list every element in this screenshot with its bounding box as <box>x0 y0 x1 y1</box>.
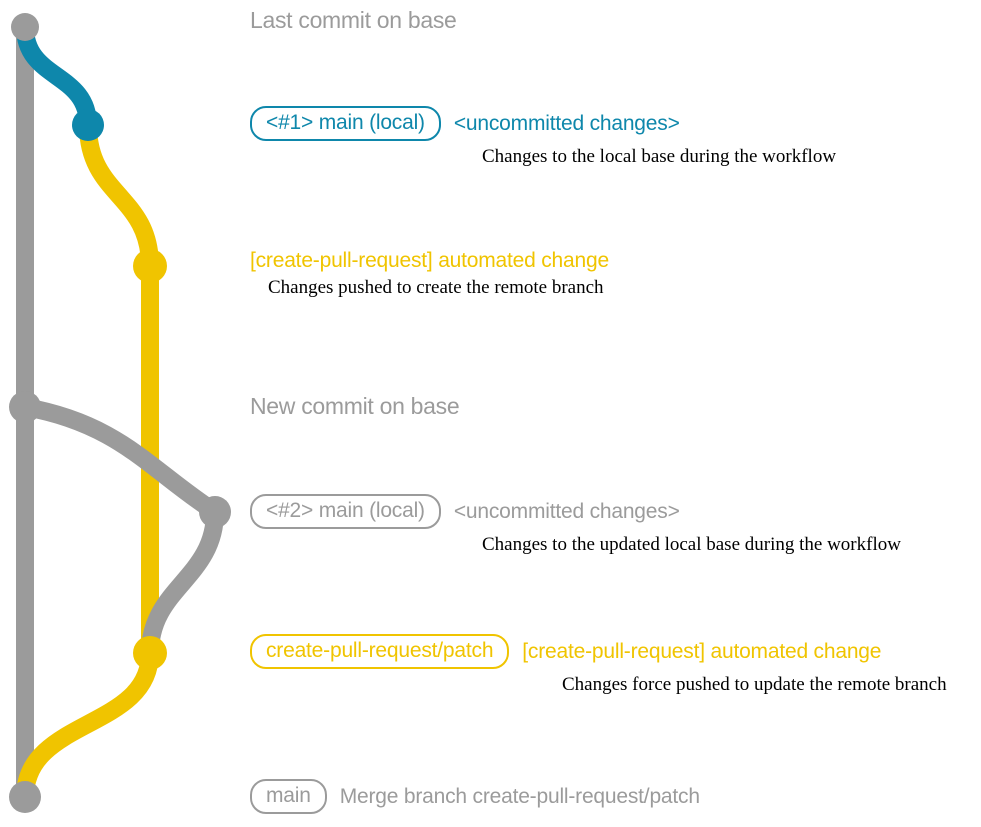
branch-badge-create-pull-request-patch[interactable]: create-pull-request/patch <box>250 634 510 670</box>
commit-row-automated-change-2: create-pull-request/patch [create-pull-r… <box>250 634 947 696</box>
commit-row-new-commit-on-base: New commit on base <box>250 393 460 419</box>
edge-base-to-local-1 <box>16 18 97 134</box>
commit-node-remote-2[interactable] <box>133 636 167 670</box>
commit-headline: create-pull-request/patch [create-pull-r… <box>250 634 947 670</box>
branch-badge-main-local-1[interactable]: <#1> main (local) <box>250 106 441 142</box>
commit-headline: <#2> main (local) <uncommitted changes> <box>250 494 901 530</box>
commit-row-automated-change-1: [create-pull-request] automated change C… <box>250 249 609 299</box>
commit-subject: <uncommitted changes> <box>453 111 680 135</box>
commit-row-last-commit-on-base: Last commit on base <box>250 8 457 32</box>
commit-label: New commit on base <box>250 393 460 419</box>
edge-local-1-to-remote-1 <box>79 116 159 275</box>
edge-local-2-to-remote-2 <box>141 503 224 662</box>
commit-description: Changes to the updated local base during… <box>482 534 901 556</box>
commit-node-remote-1[interactable] <box>133 249 167 283</box>
commit-description: Changes to the local base during the wor… <box>482 146 837 168</box>
commit-subject: [create-pull-request] automated change <box>250 249 609 272</box>
commit-description: Changes pushed to create the remote bran… <box>268 277 604 299</box>
edge-remote-2-to-merge <box>16 644 159 806</box>
commit-node-local-1[interactable] <box>72 109 104 141</box>
commit-node-base-new[interactable] <box>9 391 41 423</box>
commit-description: Changes force pushed to update the remot… <box>562 674 947 696</box>
commit-subject: [create-pull-request] automated change <box>522 639 882 663</box>
commit-row-local-commit-2: <#2> main (local) <uncommitted changes> … <box>250 494 901 556</box>
edge-base-new-to-local-2 <box>16 398 224 521</box>
commit-row-merge-commit: main Merge branch create-pull-request/pa… <box>250 779 700 815</box>
branch-badge-main-local-2[interactable]: <#2> main (local) <box>250 494 441 530</box>
commit-node-merge[interactable] <box>9 781 41 813</box>
commit-headline: main Merge branch create-pull-request/pa… <box>250 779 700 815</box>
commit-row-local-commit-1: <#1> main (local) <uncommitted changes> … <box>250 106 836 168</box>
commit-node-local-2[interactable] <box>199 496 231 528</box>
commit-nodes <box>9 13 231 813</box>
commit-subject: <uncommitted changes> <box>453 499 680 523</box>
commit-label: Last commit on base <box>250 7 457 33</box>
commit-headline: <#1> main (local) <uncommitted changes> <box>250 106 836 142</box>
branch-badge-main[interactable]: main <box>250 779 327 815</box>
commit-headline: [create-pull-request] automated change <box>250 249 609 272</box>
commit-subject: Merge branch create-pull-request/patch <box>339 784 700 808</box>
commit-node-base-last[interactable] <box>11 13 39 41</box>
